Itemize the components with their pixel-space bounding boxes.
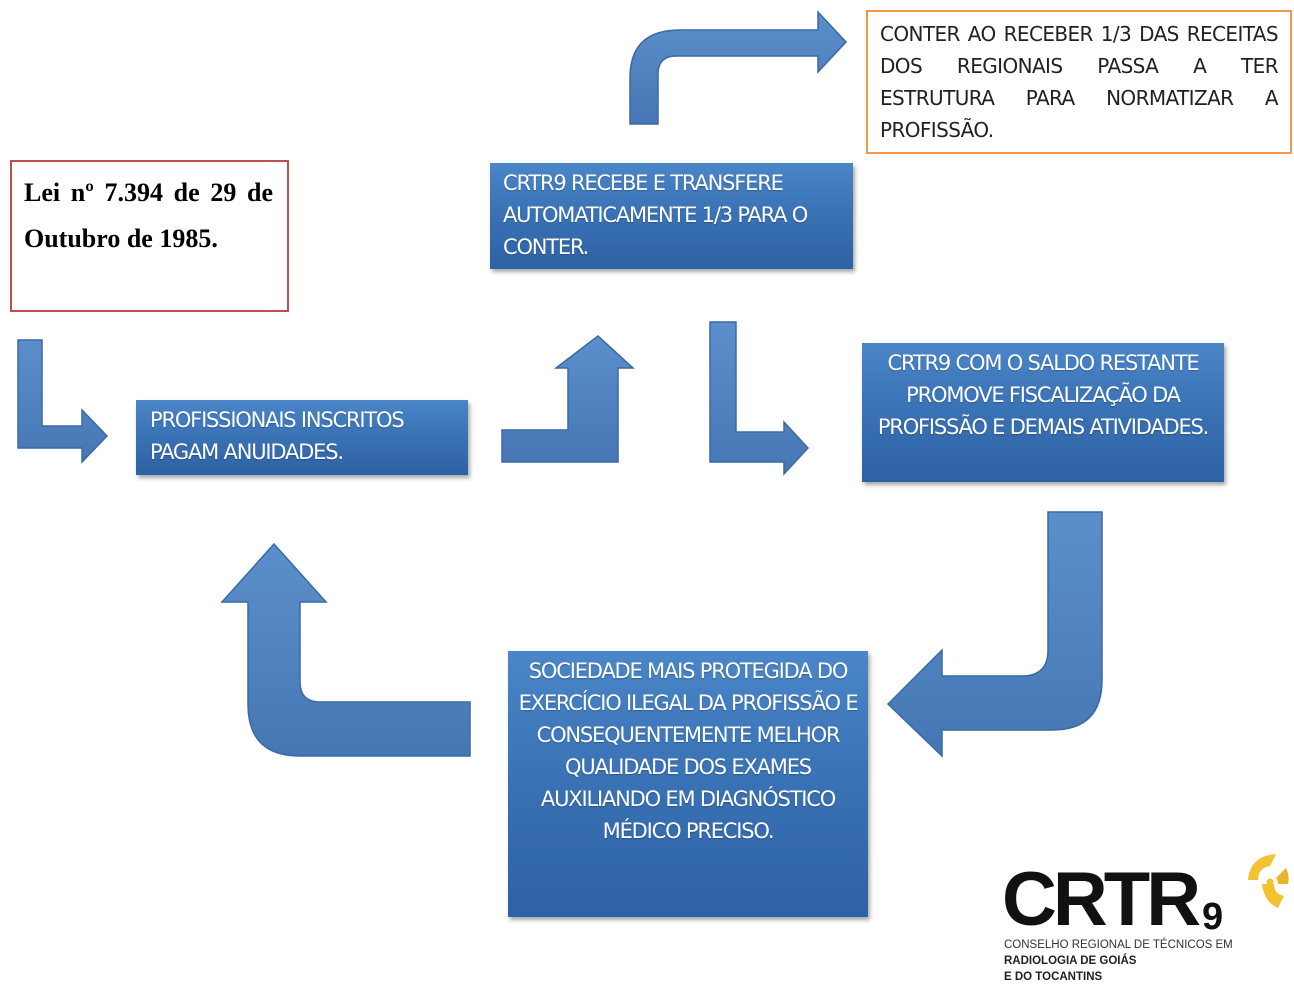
saldo-box: CRTR9 COM O SALDO RESTANTE PROMOVE FISCA… xyxy=(862,343,1224,482)
conter-box: CONTER AO RECEBER 1/3 DAS RECEITAS DOS R… xyxy=(866,10,1292,154)
conter-text: CONTER AO RECEBER 1/3 DAS RECEITAS DOS R… xyxy=(880,22,1279,142)
profissionais-box: PROFISSIONAIS INSCRITOS PAGAM ANUIDADES. xyxy=(136,400,468,475)
arrow-sociedade-to-profissionais xyxy=(220,542,471,757)
logo-number: 9 xyxy=(1202,896,1224,938)
logo-caption-line3: E DO TOCANTINS xyxy=(1004,971,1103,983)
logo-caption-line1: CONSELHO REGIONAL DE TÉCNICOS EM xyxy=(1004,939,1233,951)
arrow-saldo-to-sociedade xyxy=(886,511,1103,758)
sociedade-box: SOCIEDADE MAIS PROTEGIDA DO EXERCÍCIO IL… xyxy=(508,651,868,917)
arrow-recebe-to-saldo xyxy=(709,321,810,476)
arrow-lei-to-profissionais xyxy=(17,339,109,464)
recebe-text: CRTR9 RECEBE E TRANSFERE AUTOMATICAMENTE… xyxy=(503,171,808,259)
recebe-box: CRTR9 RECEBE E TRANSFERE AUTOMATICAMENTE… xyxy=(490,163,853,269)
arrow-profissionais-to-recebe xyxy=(501,335,635,463)
radiation-icon xyxy=(1248,854,1289,908)
law-text: Lei nº 7.394 de 29 de Outubro de 1985. xyxy=(24,178,273,253)
law-box: Lei nº 7.394 de 29 de Outubro de 1985. xyxy=(10,160,289,312)
logo-wordmark: CRTR xyxy=(1002,857,1201,942)
profissionais-text: PROFISSIONAIS INSCRITOS PAGAM ANUIDADES. xyxy=(150,408,405,464)
arrow-recebe-to-conter xyxy=(629,10,848,125)
sociedade-text: SOCIEDADE MAIS PROTEGIDA DO EXERCÍCIO IL… xyxy=(518,659,859,843)
logo-caption-line2: RADIOLOGIA DE GOIÁS xyxy=(1004,955,1137,967)
saldo-text: CRTR9 COM O SALDO RESTANTE PROMOVE FISCA… xyxy=(877,351,1210,439)
crtr9-logo: CRTR 9 CONSELHO REGIONAL DE TÉCNICOS EM … xyxy=(996,850,1292,986)
